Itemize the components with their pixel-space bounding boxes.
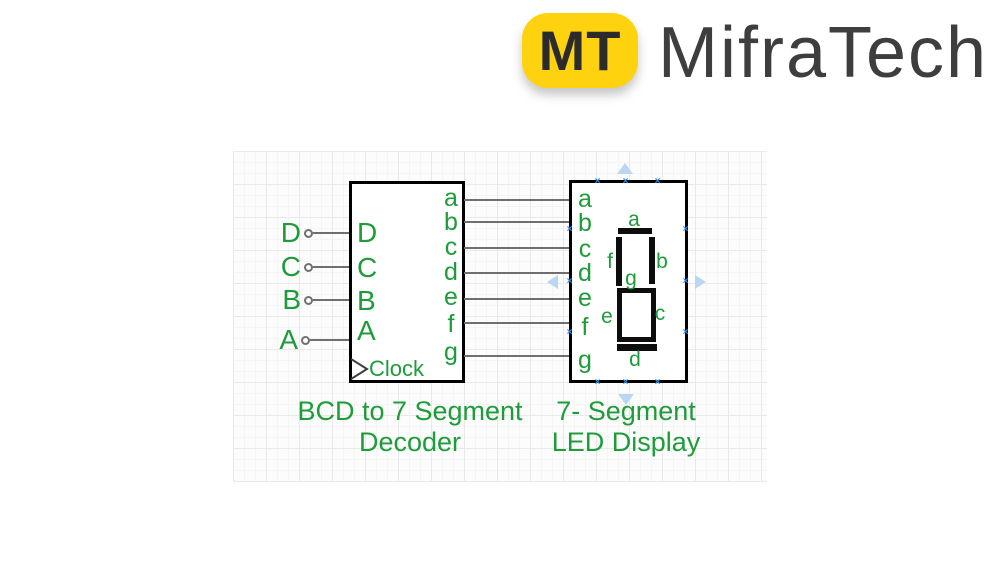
- logo-mt-text: MT: [538, 19, 622, 82]
- decoder-output-g: g: [444, 338, 458, 366]
- display-pin-a: a: [578, 185, 592, 213]
- display-pin-e: e: [578, 284, 592, 312]
- segment-label-a: a: [628, 208, 640, 231]
- decoder-output-b: b: [444, 208, 458, 236]
- connection-point-icon[interactable]: ×: [566, 327, 573, 338]
- display-pin-c: c: [578, 235, 592, 263]
- logo-mt-badge: MT: [522, 13, 638, 88]
- display-caption: 7- Segment LED Display: [516, 396, 736, 458]
- nav-arrow-up-icon[interactable]: [617, 163, 633, 174]
- decoder-output-f: f: [447, 310, 455, 338]
- clock-edge-icon: [351, 358, 369, 380]
- decoder-output-d: d: [444, 258, 458, 286]
- input-terminal-b[interactable]: [304, 296, 313, 305]
- connection-point-icon[interactable]: ×: [682, 276, 689, 287]
- segment-label-c: c: [654, 302, 666, 325]
- wire-d[interactable]: [464, 272, 569, 274]
- decoder-block[interactable]: [349, 181, 465, 383]
- decoder-caption: BCD to 7 Segment Decoder: [290, 396, 530, 458]
- input-label-b: B: [282, 284, 301, 315]
- input-terminal-d[interactable]: [304, 229, 313, 238]
- decoder-output-e: e: [444, 283, 458, 311]
- display-pin-f: f: [581, 313, 589, 341]
- input-terminal-c[interactable]: [304, 263, 313, 272]
- connection-point-icon[interactable]: ×: [654, 377, 661, 388]
- segment-label-d: d: [629, 348, 641, 371]
- nav-arrow-left-icon[interactable]: [547, 275, 558, 289]
- segment-d-bar: [617, 344, 657, 351]
- input-label-c: C: [280, 251, 301, 282]
- wire-f[interactable]: [464, 322, 569, 324]
- wire-b[interactable]: [464, 221, 569, 223]
- decoder-port-a: A: [357, 315, 376, 346]
- decoder-port-c: C: [357, 252, 378, 283]
- connection-point-icon[interactable]: ×: [594, 176, 601, 187]
- input-label-d: D: [280, 217, 301, 248]
- connection-point-icon[interactable]: ×: [566, 224, 573, 235]
- connection-point-icon[interactable]: ×: [622, 176, 629, 187]
- connection-point-icon[interactable]: ×: [682, 224, 689, 235]
- nav-arrow-down-icon[interactable]: [618, 394, 634, 405]
- wire-a[interactable]: [464, 199, 569, 201]
- decoder-output-c: c: [444, 233, 458, 261]
- input-wire-b[interactable]: [313, 299, 350, 301]
- input-label-a: A: [279, 324, 298, 355]
- input-wire-a[interactable]: [310, 339, 350, 341]
- connection-point-icon[interactable]: ×: [654, 176, 661, 187]
- segment-label-b: b: [656, 250, 668, 273]
- input-wire-c[interactable]: [313, 266, 350, 268]
- segment-label-f: f: [607, 250, 613, 273]
- display-pin-g: g: [578, 346, 592, 374]
- brand-name: MifraTech: [658, 13, 989, 93]
- connection-point-icon[interactable]: ×: [566, 276, 573, 287]
- input-terminal-a[interactable]: [301, 336, 310, 345]
- wire-e[interactable]: [464, 298, 569, 300]
- connection-point-icon[interactable]: ×: [594, 377, 601, 388]
- wire-g[interactable]: [464, 355, 569, 357]
- input-wire-d[interactable]: [313, 232, 350, 234]
- segment-label-e: e: [601, 305, 613, 328]
- segment-b-bar: [649, 237, 655, 284]
- segment-a-bar: [618, 228, 652, 234]
- clock-label: Clock: [369, 356, 425, 381]
- decoder-output-a: a: [444, 184, 458, 212]
- display-caption-line1: 7- Segment: [556, 396, 696, 426]
- decoder-port-b: B: [357, 285, 376, 316]
- decoder-port-d: D: [357, 217, 378, 248]
- connection-point-icon[interactable]: ×: [622, 377, 629, 388]
- decoder-caption-line1: BCD to 7 Segment: [297, 396, 523, 426]
- segment-lower-box: [617, 288, 656, 342]
- decoder-caption-line2: Decoder: [358, 427, 462, 457]
- display-pin-d: d: [578, 259, 592, 287]
- segment-f-bar: [616, 237, 622, 286]
- display-pin-b: b: [578, 209, 592, 237]
- display-caption-line2: LED Display: [551, 427, 701, 457]
- nav-arrow-right-icon[interactable]: [695, 275, 706, 289]
- segment-label-g: g: [625, 267, 637, 290]
- wire-c[interactable]: [464, 247, 569, 249]
- connection-point-icon[interactable]: ×: [682, 327, 689, 338]
